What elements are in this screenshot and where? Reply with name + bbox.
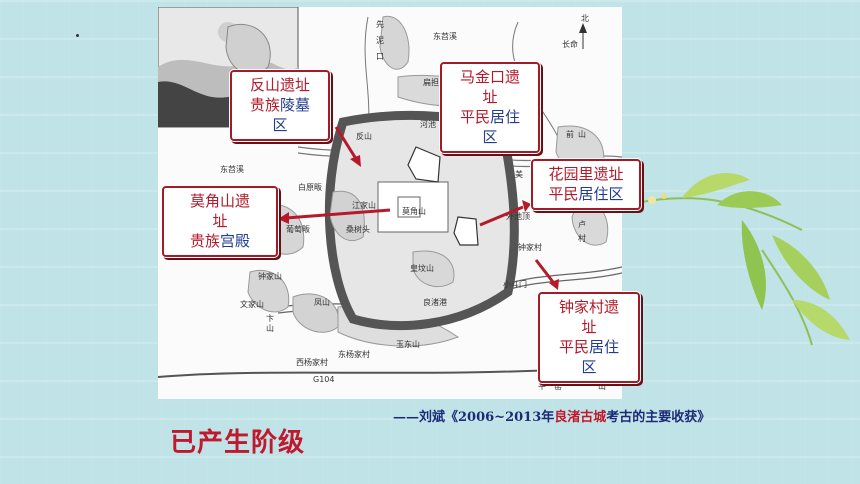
map-label-g104: G104 <box>313 375 334 384</box>
fanshan-function: 陵墓 <box>280 96 311 114</box>
zhongjiacun-suffix: 区 <box>581 358 597 376</box>
huayuanli-class: 平民 <box>548 185 579 203</box>
zhongjiacun-name: 钟家村遗 <box>558 298 619 316</box>
map-label-kou: 口 <box>376 52 384 61</box>
arrow-zhongjiacun <box>534 259 555 283</box>
citation-highlight: 良渚古城 <box>554 410 607 425</box>
mojiaoshan-function: 宫殿 <box>220 232 251 250</box>
map-label-dongyang: 东杨家村 <box>338 349 370 359</box>
map-label-xiaodoumen: 小斗门 <box>503 279 527 289</box>
source-citation: ——刘斌《2006~2013年良渚古城考古的主要收获》 <box>393 406 710 425</box>
map-label-liangzhugang: 良渚港 <box>423 297 447 307</box>
map-label-putaoban: 葡萄畈 <box>286 224 310 234</box>
map-label-lu: 卢 <box>578 219 586 229</box>
huayuanli-name: 花园里遗址 <box>548 165 624 183</box>
map-label-qian: 前 <box>566 129 574 139</box>
decorative-plant-illustration <box>626 173 850 346</box>
map-label-ping: 平 <box>538 382 546 391</box>
map-label-wenjiashan: 文家山 <box>240 299 264 309</box>
map-label-dongtiaoxi-top: 东苕溪 <box>433 31 457 41</box>
map-label-xian: 先 <box>376 19 384 29</box>
majinkou-class: 平民 <box>459 108 490 126</box>
citation-suffix: 考古的主要收获》 <box>606 410 711 425</box>
fanshan-site-label: 反山遗址 贵族陵墓 区 <box>230 70 330 141</box>
map-label-pingzhanshan: 扁担山 <box>423 77 447 87</box>
map-label-xiyang: 西杨家村 <box>296 357 328 367</box>
majinkou-suffix: 区 <box>482 128 498 146</box>
map-label-yudong: 玉东山 <box>396 339 420 349</box>
slide-heading: 已产生阶级 <box>170 428 306 458</box>
map-label-taojiashan: 桑树头 <box>346 224 370 234</box>
map-label-baiyuanguan: 白原畈 <box>298 182 322 192</box>
huayuanli-function: 居住区 <box>578 185 624 203</box>
mojiaoshan-name: 莫角山遗 <box>189 192 250 210</box>
huayuanli-site-label: 花园里遗址 平民居住区 <box>531 159 641 210</box>
map-label-dongtiaoxi-left: 东苕溪 <box>220 164 244 174</box>
mojiaoshan-name-cont: 址 <box>212 212 228 230</box>
map-label-waichi: 外池顶 <box>506 211 530 221</box>
map-label-ni: 泥 <box>376 36 384 45</box>
majinkou-function: 居住 <box>490 108 521 126</box>
map-label-cun: 村 <box>578 233 586 243</box>
map-label-changming: 长命 <box>562 39 578 49</box>
map-label-shan3: 山 <box>578 129 586 139</box>
mojiaoshan-site-label: 莫角山遗 址 贵族宫殿 <box>162 186 278 257</box>
majinkou-site-label: 马金口遗 址 平民居住 区 <box>440 62 540 153</box>
map-label-huangfenshan: 皇坟山 <box>410 263 434 273</box>
map-label-zhongjiacun-small: 钟家村 <box>518 242 542 252</box>
majinkou-name: 马金口遗 <box>459 68 520 86</box>
mojiaoshan-class: 贵族 <box>189 232 220 250</box>
map-label-zhongjiashan: 钟家山 <box>258 271 282 281</box>
zhongjiacun-function: 居住 <box>589 338 620 356</box>
map-label-bian: 卞 <box>266 313 274 323</box>
fanshan-suffix: 区 <box>272 116 288 134</box>
map-label-jiangjiashan: 江家山 <box>352 200 376 210</box>
map-label-mei: 美 <box>515 169 523 179</box>
map-label-fengshan: 凤山 <box>314 297 330 307</box>
zhongjiacun-class: 平民 <box>558 338 589 356</box>
decorative-dot <box>76 34 79 37</box>
zhongjiacun-site-label: 钟家村遗 址 平民居住 区 <box>538 292 640 383</box>
arrow-huayuanli <box>479 205 524 227</box>
map-label-mojiaoshan-small: 莫角山 <box>402 206 426 216</box>
map-label-shan2: 山 <box>598 381 606 391</box>
fanshan-name: 反山遗址 <box>249 76 310 94</box>
zhongjiacun-name-cont: 址 <box>581 318 597 336</box>
majinkou-name-cont: 址 <box>482 88 498 106</box>
map-label-north: 北 <box>581 14 589 23</box>
map-label-hechi: 河池 <box>420 119 436 129</box>
citation-prefix: ——刘斌《2006~2013年 <box>393 410 555 425</box>
map-label-shan: 山 <box>266 323 274 333</box>
fanshan-class: 贵族 <box>249 96 280 114</box>
map-label-fanshan-small: 反山 <box>356 131 372 141</box>
map-label-yao: 窑 <box>554 381 562 391</box>
arrow-fanshan <box>334 126 360 163</box>
arrow-mojiaoshan <box>285 208 391 220</box>
